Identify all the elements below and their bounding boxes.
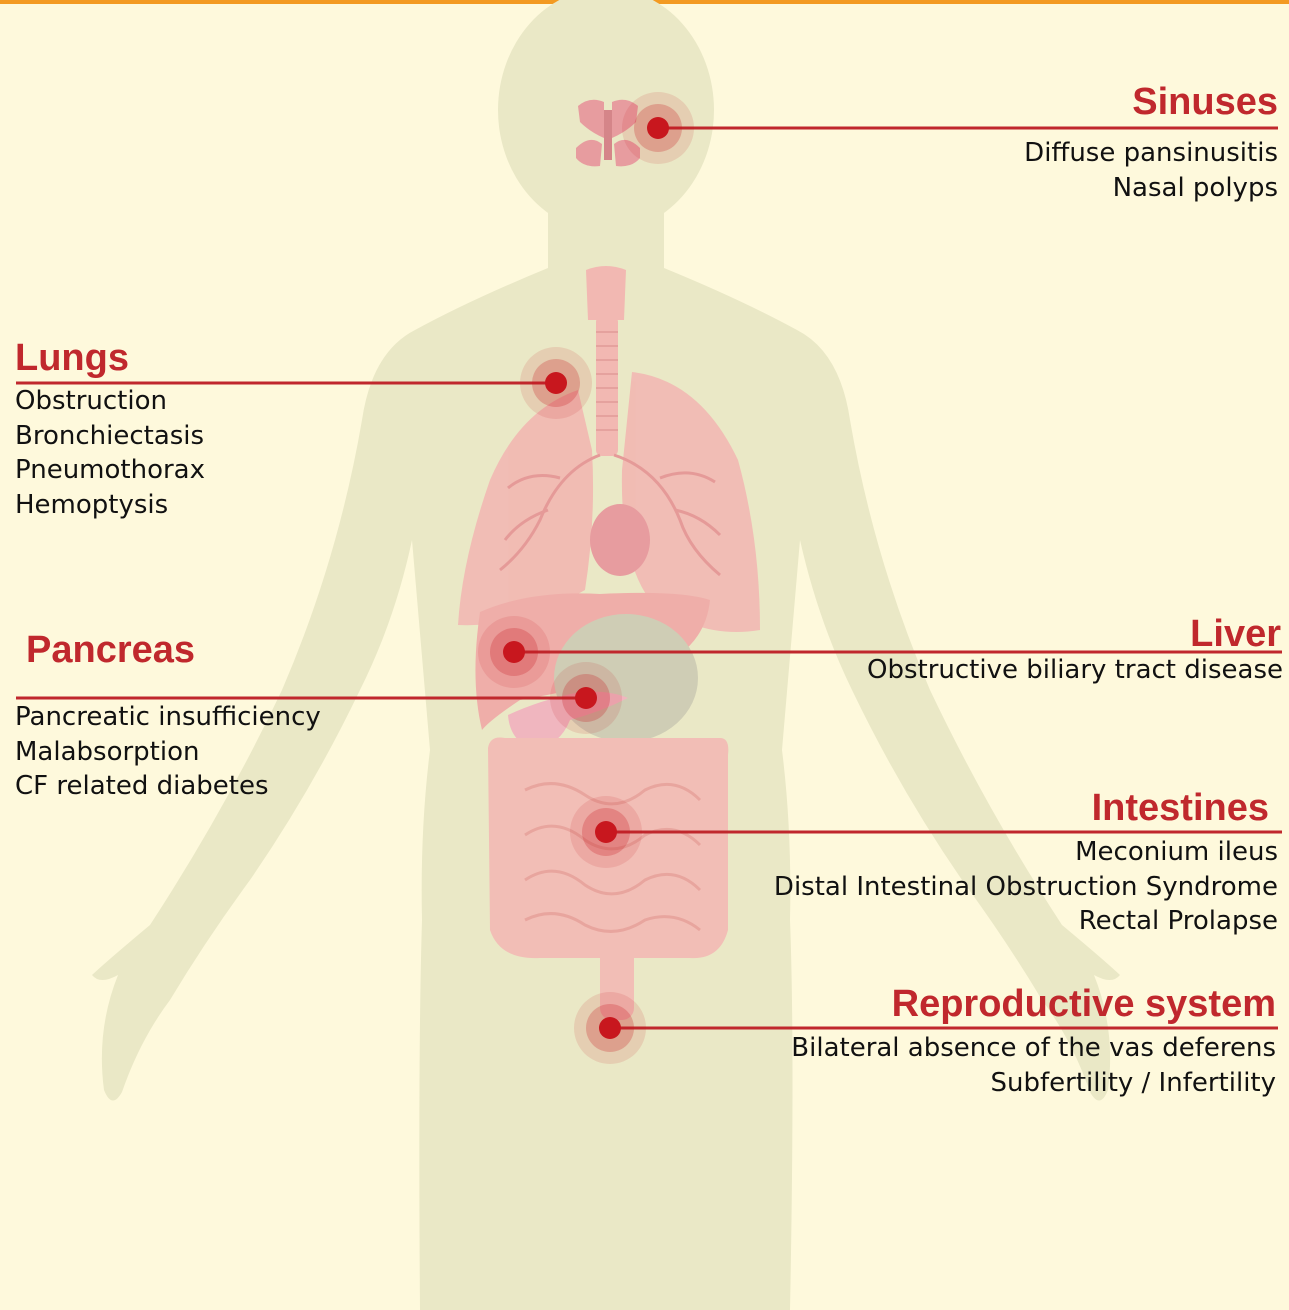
sinuses-title: Sinuses (1132, 80, 1278, 124)
sinuses-item: Nasal polyps (1024, 171, 1278, 206)
lungs-list: Obstruction Bronchiectasis Pneumothorax … (15, 384, 205, 522)
intestines-list: Meconium ileus Distal Intestinal Obstruc… (774, 835, 1278, 939)
reproductive-marker (574, 992, 646, 1064)
lungs-item: Pneumothorax (15, 453, 205, 488)
sinus-marker (622, 92, 694, 164)
pancreas-list: Pancreatic insufficiency Malabsorption C… (15, 700, 321, 804)
reproductive-item: Bilateral absence of the vas deferens (791, 1031, 1276, 1066)
intestines-title: Intestines (1092, 786, 1269, 830)
intestines-item: Rectal Prolapse (774, 904, 1278, 939)
lungs-title: Lungs (15, 336, 129, 380)
sinuses-item: Diffuse pansinusitis (1024, 136, 1278, 171)
reproductive-title: Reproductive system (892, 982, 1276, 1026)
heart-organ (590, 504, 650, 576)
pancreas-item: CF related diabetes (15, 769, 321, 804)
pancreas-marker (550, 662, 622, 734)
intestines-item: Distal Intestinal Obstruction Syndrome (774, 870, 1278, 905)
pancreas-item: Pancreatic insufficiency (15, 700, 321, 735)
liver-marker (478, 616, 550, 688)
pancreas-title: Pancreas (26, 628, 195, 672)
lungs-marker (520, 347, 592, 419)
intestines-marker (570, 796, 642, 868)
reproductive-list: Bilateral absence of the vas deferens Su… (791, 1031, 1276, 1100)
intestines-item: Meconium ileus (774, 835, 1278, 870)
sinuses-list: Diffuse pansinusitis Nasal polyps (1024, 136, 1278, 205)
liver-title: Liver (1190, 612, 1281, 656)
lungs-item: Bronchiectasis (15, 419, 205, 454)
reproductive-item: Subfertility / Infertility (791, 1066, 1276, 1101)
lungs-item: Hemoptysis (15, 488, 205, 523)
pancreas-item: Malabsorption (15, 735, 321, 770)
liver-list: Obstructive biliary tract disease (867, 653, 1283, 688)
liver-item: Obstructive biliary tract disease (867, 653, 1283, 688)
lungs-item: Obstruction (15, 384, 205, 419)
